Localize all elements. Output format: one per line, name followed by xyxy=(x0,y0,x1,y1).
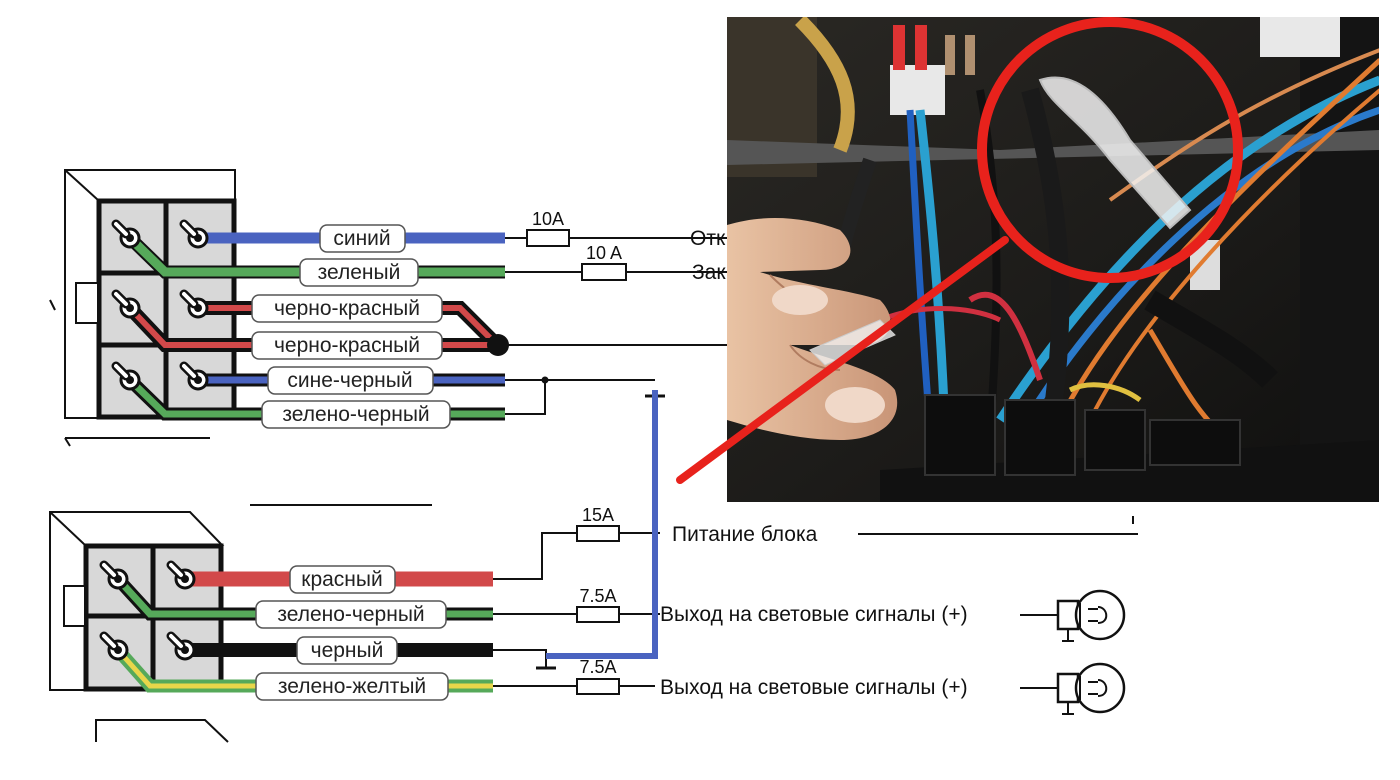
fuse xyxy=(581,263,627,281)
bulb-icon xyxy=(1020,589,1126,642)
wire-label: черный xyxy=(311,639,384,662)
bottom-terminals xyxy=(99,560,196,661)
wire-label: зеленый xyxy=(318,261,401,284)
top-fuses: 10A 10 A Отк Зак xyxy=(505,209,730,284)
harness-photo xyxy=(727,17,1379,502)
ground-bus xyxy=(546,390,658,659)
wire-label: черно-красный xyxy=(274,334,420,357)
bulb-icon xyxy=(1020,662,1126,715)
fuse xyxy=(576,606,620,623)
wire-label: красный xyxy=(301,568,382,591)
fuse-label: 10A xyxy=(532,209,564,229)
fuse-label: 7.5A xyxy=(579,586,616,606)
fuse-label: 15A xyxy=(582,505,614,525)
callout-circle xyxy=(977,17,1243,283)
top-terminals xyxy=(111,219,209,391)
fuse xyxy=(576,678,620,695)
output-label: Питание блока xyxy=(672,523,818,546)
fuse-label: 10 A xyxy=(586,243,622,263)
output-label: Выход на световые сигналы (+) xyxy=(660,603,968,626)
top-wire-labels: синий зеленый черно-красный черно-красны… xyxy=(251,224,451,429)
bottom-outputs: Питание блока Выход на световые сигналы … xyxy=(660,516,1138,715)
wire-label: зелено-черный xyxy=(277,603,424,626)
fuse xyxy=(576,525,620,542)
fuse-label: 7.5A xyxy=(579,657,616,677)
output-label: Отк xyxy=(690,227,726,250)
callout-pointer xyxy=(676,236,1009,484)
wire-label: черно-красный xyxy=(274,297,420,320)
output-label: Выход на световые сигналы (+) xyxy=(660,676,968,699)
bottom-fuses: 15A 7.5A 7.5A xyxy=(576,505,620,695)
bottom-wire-labels: красный зелено-черный черный зелено-желт… xyxy=(255,565,449,701)
fuse xyxy=(526,229,570,247)
wire-label: зелено-черный xyxy=(282,403,429,426)
output-label: Зак xyxy=(692,261,726,284)
wire-label: синий xyxy=(333,227,390,250)
wire-label: зелено-желтый xyxy=(278,675,426,698)
wire-label: сине-черный xyxy=(287,369,412,392)
